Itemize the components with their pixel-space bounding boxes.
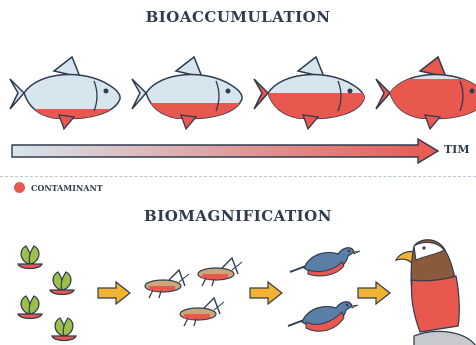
section-divider [0,176,476,177]
legend: CONTAMINANT [14,182,103,193]
bird-icon [290,248,360,276]
bioaccumulation-title: BIOACCUMULATION [0,8,476,26]
grasshopper-icon [180,298,224,326]
arrow-icon [358,282,390,304]
arrow-icon [98,282,130,304]
plant-icon [50,272,74,295]
food-chain [0,232,476,345]
legend-label: CONTAMINANT [31,183,103,193]
grasshopper-icon [145,270,189,298]
contaminant-dot-icon [14,182,25,193]
fish-row [0,55,476,135]
fish-icon [376,57,476,129]
arrow-icon [250,282,282,304]
bird-icon [288,302,358,331]
biomagnification-title: BIOMAGNIFICATION [0,207,476,225]
plant-icon [52,318,76,341]
eagle-icon [396,240,476,345]
grasshopper-icon [198,258,242,286]
fish-icon [132,57,246,129]
fish-icon [10,57,124,129]
time-arrow [10,138,442,164]
time-label: TIM [444,143,470,156]
plant-icon [18,296,42,319]
fish-icon [254,57,368,129]
plant-icon [18,246,42,269]
